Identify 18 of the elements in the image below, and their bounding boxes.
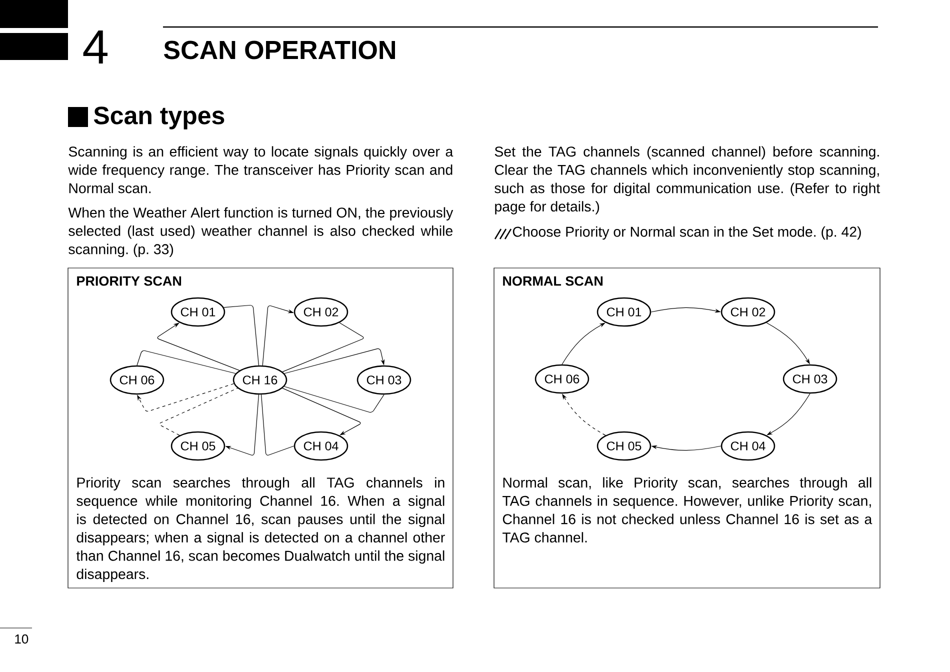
panel-heading: NORMAL SCAN [503,276,603,286]
paragraph: Set the TAG channels (scanned channel) before scanning. Clear the TAG channels which inconveniently stop scanning, such as those for digital communication use. (Refer to right page for details.) [494,146,880,214]
page-title: SCAN OPERATION [164,40,395,60]
description-text: Priority scan searches through all TAG channels in sequence while monitoring Channel 16. When a signal is detected on Channel 16, scan pauses until the signal disappears; when a signal is detected on a channel other than Channel 16, scan becomes Dualwatch until the signal disappears. [76,477,445,582]
paragraph: Scanning is an efficient way to locate signals quickly over a wide frequency range. The transceiver has Priority scan and Normal scan. [68,146,454,194]
page-number: 10 [15,634,28,644]
arrow [137,383,234,412]
arrow [284,348,385,374]
note-text: Choose Priority or Normal scan in the Set mode. (p. 42) [512,226,861,240]
panel-heading: PRIORITY SCAN [77,276,182,286]
arrow [282,388,361,436]
scan-panel [68,268,454,588]
description-text: Normal scan, like Priority scan, searches through all TAG channels in sequence. However, unlike Priority scan, Channel 16 is not checked unless Channel 16 is set as a TAG channel. [502,477,872,543]
scan-panel [494,268,880,588]
chapter-number: 4 [83,30,108,64]
section-heading: Scan types [94,106,224,130]
paragraph: When the Weather Alert function is turned ON, the previously selected (last used) weather channel is also checked while scanning. (p. 33) [68,207,454,258]
arrow [157,322,240,371]
